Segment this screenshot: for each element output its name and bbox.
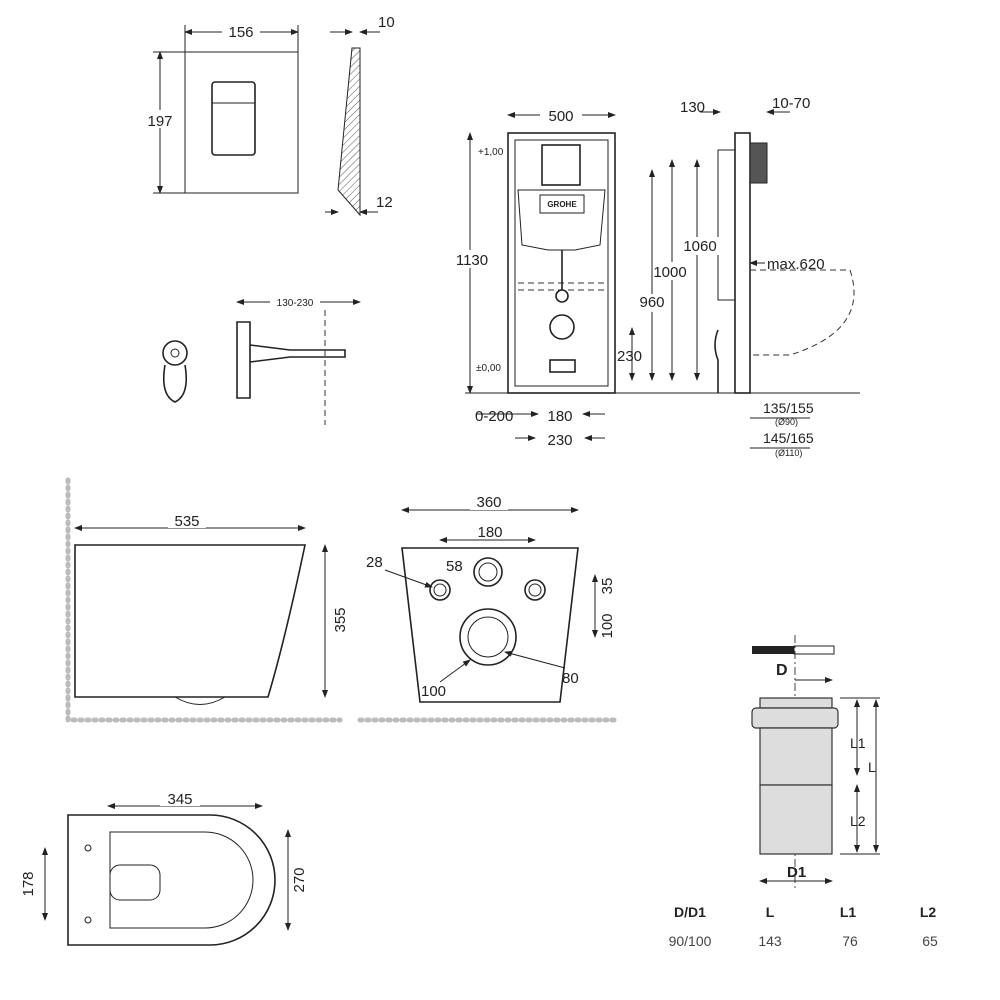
plate-side-view: [337, 47, 361, 217]
dim-35: 35: [599, 578, 616, 595]
label-d: D: [776, 662, 788, 679]
dim-1060: 1060: [683, 238, 716, 255]
frame-side-view: 130 10-70 1060 max.620 135/155 (Ø90) 145…: [680, 95, 860, 458]
pipe-dimensions-table: D/D1 L L1 L2 90/100 143 76 65: [669, 904, 938, 949]
label-d1: D1: [787, 864, 806, 881]
dim-plate-height: 197: [147, 113, 172, 130]
connector-drawing: 130-230: [162, 294, 361, 425]
dim-230-height: 230: [617, 348, 642, 365]
dim-180: 180: [547, 408, 572, 425]
dim-frame-height: 1130: [456, 252, 488, 269]
dim-10-70: 10-70: [772, 95, 810, 112]
dim-offset: 0-200: [475, 408, 513, 425]
frame-flush-plate: [541, 144, 581, 186]
dim-plate-depth-top: 10: [378, 14, 395, 31]
flush-button: [211, 81, 256, 156]
dim-960: 960: [639, 294, 664, 311]
dim-270: 270: [291, 867, 308, 892]
dim-connector-range: 130-230: [277, 298, 314, 309]
toilet-top-view: 345 178 270: [20, 790, 308, 946]
dim-plate-width: 156: [228, 24, 253, 41]
dim-toilet-height: 355: [332, 607, 349, 632]
table-cell: 143: [758, 933, 782, 949]
dim-toilet-length: 535: [174, 513, 199, 530]
level-top: +1,00: [478, 147, 504, 158]
dim-dia-110: (Ø110): [775, 448, 802, 458]
level-zero: ±0,00: [476, 363, 501, 374]
dim-135-155: 135/155: [763, 400, 814, 416]
dim-1000: 1000: [653, 264, 686, 281]
dim-145-165: 145/165: [763, 430, 814, 446]
label-l: L: [868, 759, 876, 775]
table-cell: 76: [842, 933, 858, 949]
dim-back-width: 360: [476, 494, 501, 511]
label-l1: L1: [850, 735, 866, 751]
table-header: D/D1: [674, 904, 706, 920]
dim-dia-90: (Ø90): [775, 417, 798, 427]
table-header: L1: [840, 904, 857, 920]
dim-100-vertical: 100: [599, 613, 616, 638]
flush-plate-outline: [184, 51, 299, 194]
flush-plate-drawing: 156 197 10 12: [142, 14, 395, 217]
dim-58: 58: [446, 558, 463, 575]
dim-top-width: 345: [167, 791, 192, 808]
dim-back-spacing: 180: [477, 524, 502, 541]
dim-28: 28: [366, 554, 383, 571]
dim-178: 178: [20, 871, 37, 896]
dim-80: 80: [562, 670, 579, 687]
label-l2: L2: [850, 813, 866, 829]
dim-130: 130: [680, 99, 705, 116]
table-header: L2: [920, 904, 937, 920]
dim-100: 100: [421, 683, 446, 700]
toilet-side-view: 535 355: [65, 477, 349, 723]
dim-plate-depth-bottom: 12: [376, 194, 393, 211]
toilet-back-view: 360 180 58 28 35 100 100 80: [357, 494, 618, 723]
table-cell: 65: [922, 933, 938, 949]
table-header: L: [766, 904, 775, 920]
table-cell: 90/100: [669, 933, 712, 949]
frame-front-view: GROHE 1130 500 +1,00 ±0,00 1000 960 230 …: [455, 107, 700, 449]
grohe-logo: GROHE: [547, 200, 577, 209]
dim-frame-width: 500: [548, 108, 573, 125]
dim-230-width: 230: [547, 432, 572, 449]
dim-max-620: max.620: [767, 256, 825, 273]
pipe-adapter-drawing: D L1 L2 L D1: [751, 635, 880, 890]
